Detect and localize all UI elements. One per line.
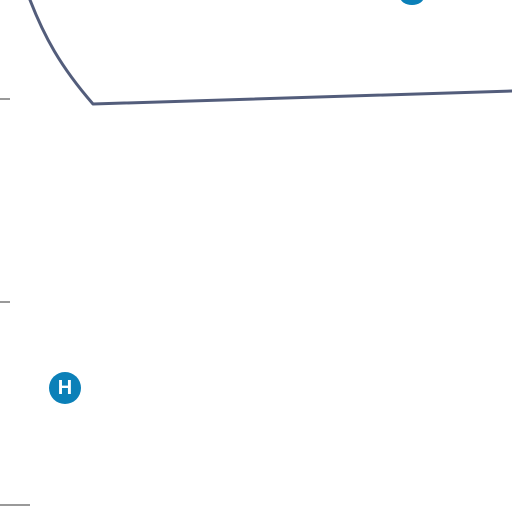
boundary-line: [28, 0, 512, 106]
map-pin-icon[interactable]: [400, 0, 424, 5]
hospital-icon[interactable]: H: [49, 372, 81, 404]
